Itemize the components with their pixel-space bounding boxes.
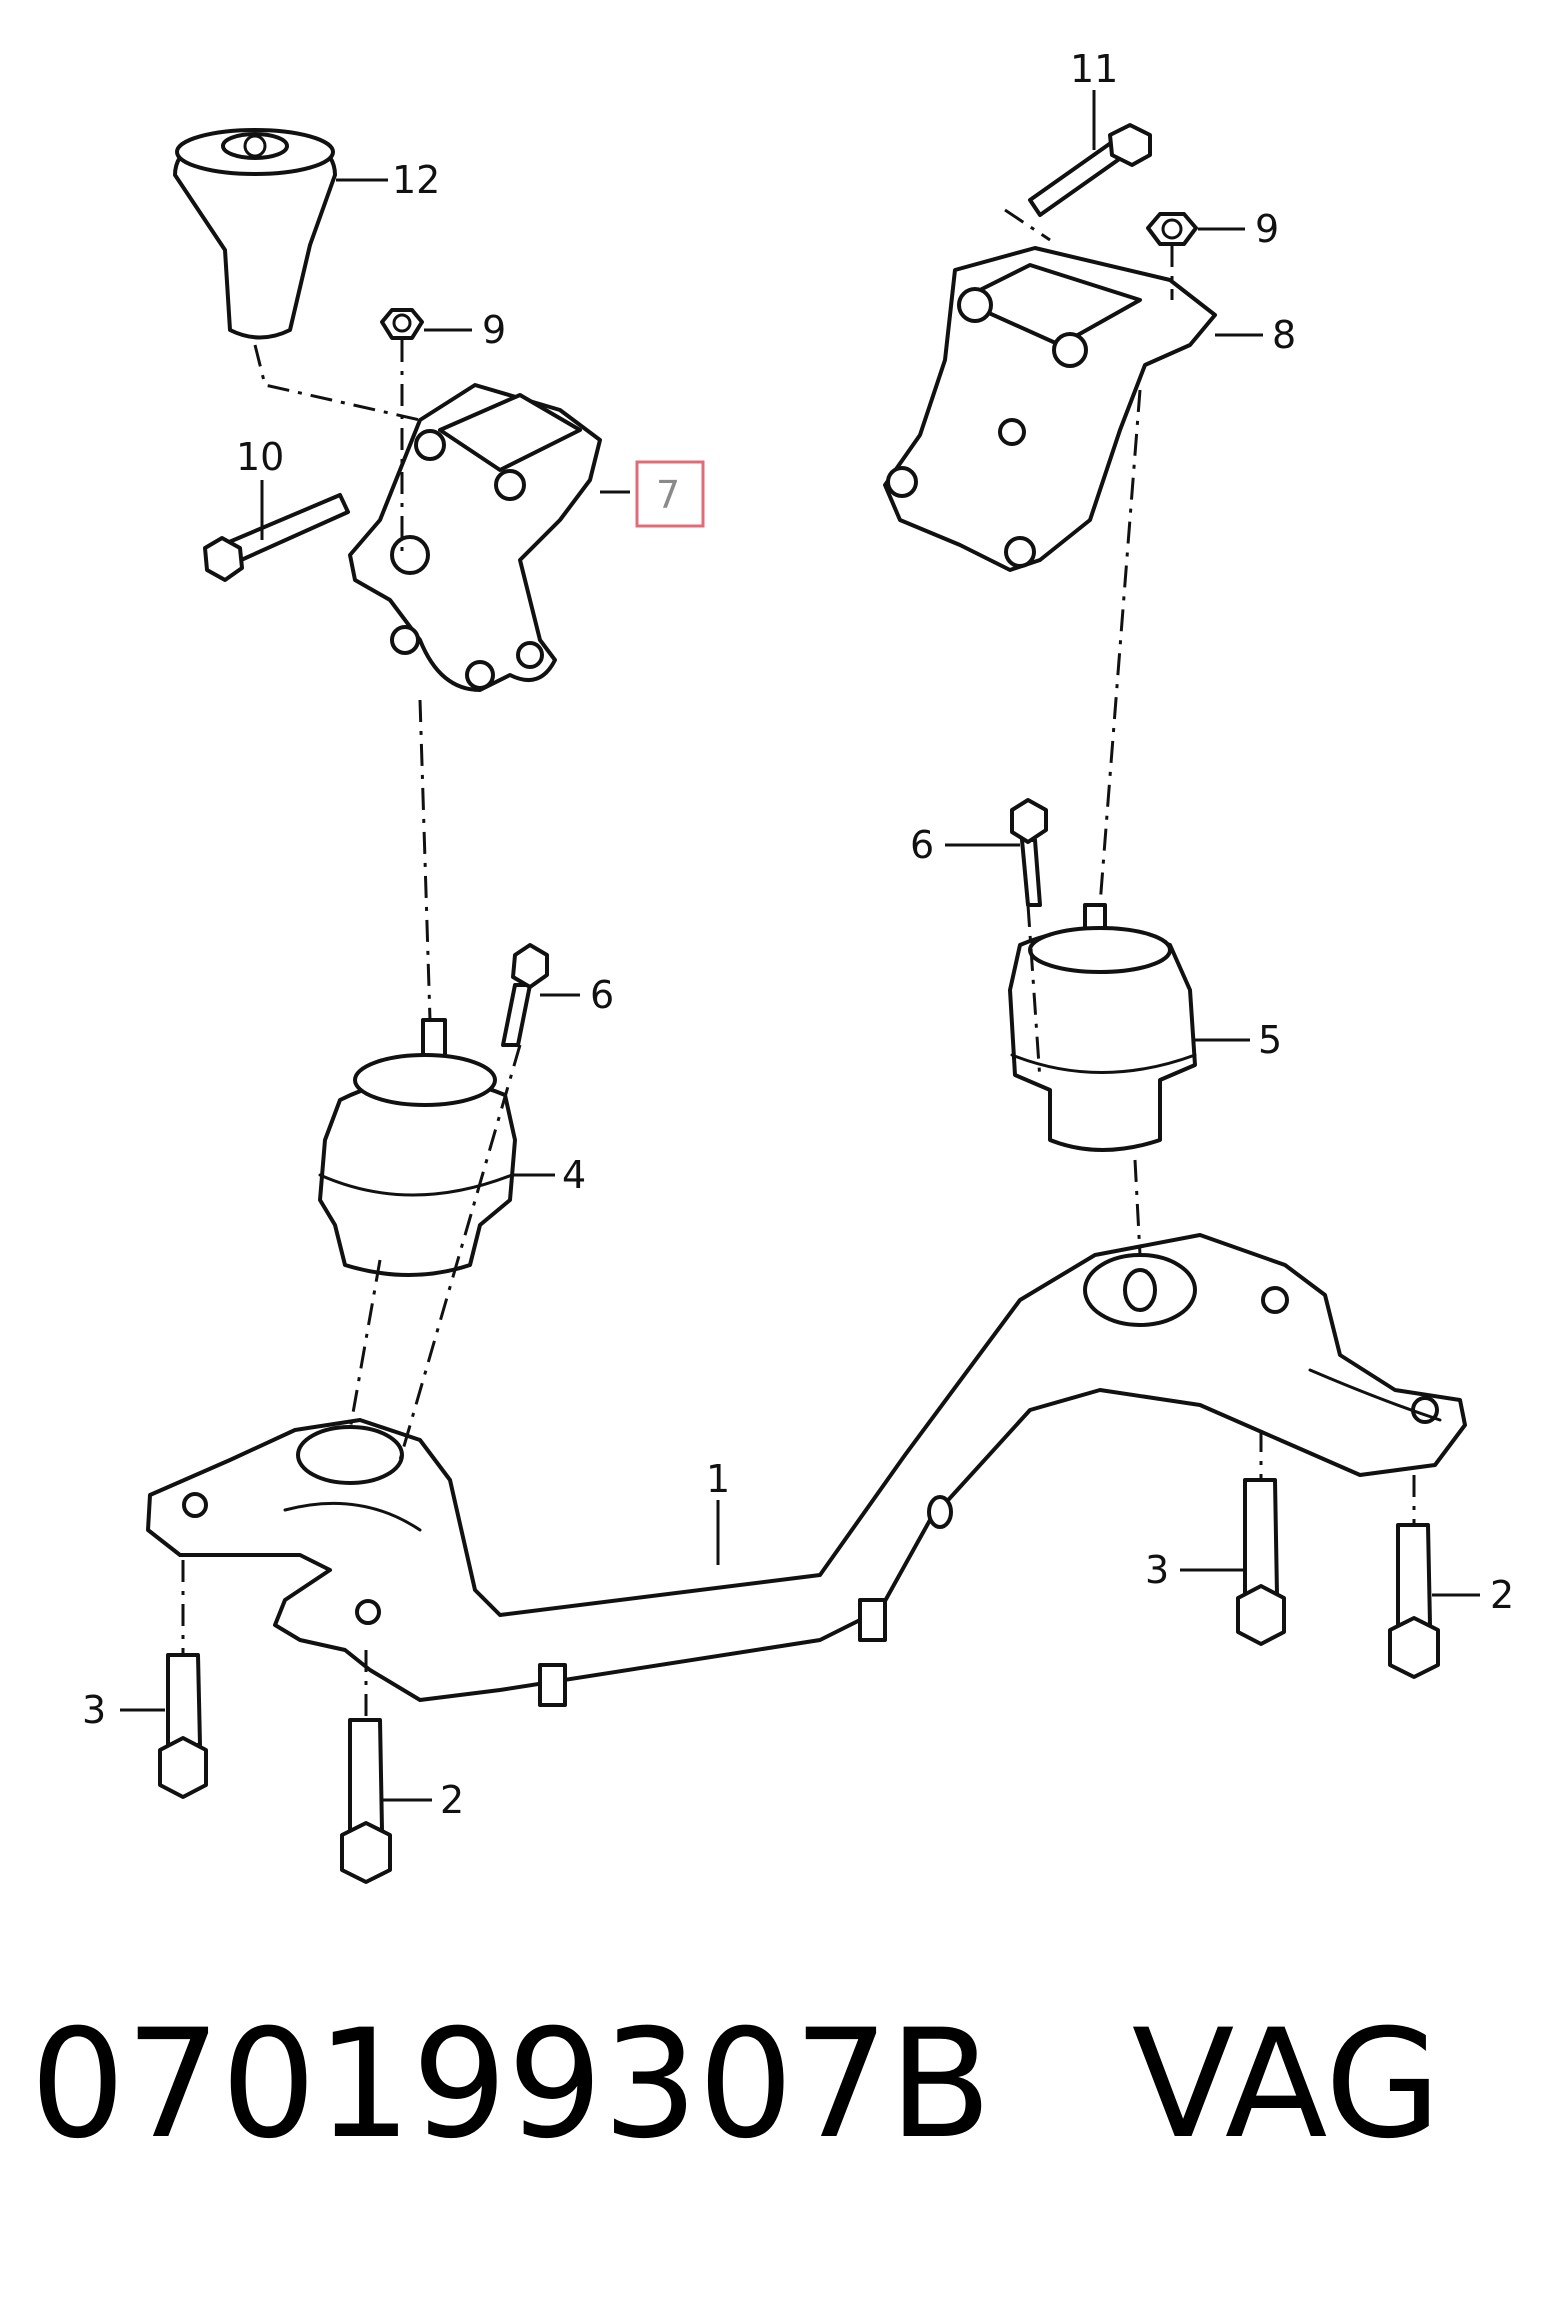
part-number-footer: 070199307B VAG [30, 1985, 1510, 2205]
callout-10: 10 [236, 435, 284, 479]
callout-9-right: 9 [1255, 207, 1279, 251]
part-6-bolt-right [1010, 798, 1048, 907]
part-2-bolt-left [340, 1718, 392, 1884]
part-4-engine-mount [318, 1018, 517, 1277]
part-7-bracket [348, 383, 602, 692]
callout-8: 8 [1272, 313, 1296, 357]
part-2-bolt-right [1388, 1523, 1440, 1679]
callout-9-left: 9 [482, 308, 506, 352]
callout-1: 1 [706, 1457, 730, 1501]
part-9-nut-left [380, 308, 424, 340]
part-1-subframe [146, 1233, 1467, 1707]
callout-4: 4 [562, 1153, 586, 1197]
callout-3-left: 3 [82, 1688, 106, 1732]
part-number: 070199307B [30, 1998, 992, 2172]
leader-lines [120, 90, 1480, 1802]
part-5-engine-mount [1008, 903, 1197, 1152]
callout-2-left: 2 [440, 1778, 464, 1822]
part-6-bolt-left [501, 943, 549, 1047]
brand-name: VAG [1131, 1998, 1442, 2172]
part-8-bracket [883, 246, 1217, 572]
callout-2-right: 2 [1490, 1573, 1514, 1617]
callout-3-right: 3 [1145, 1548, 1169, 1592]
part-11-bolt [1028, 123, 1152, 217]
part-9-nut-right [1146, 212, 1198, 246]
callout-5: 5 [1258, 1018, 1282, 1062]
callout-11: 11 [1070, 47, 1118, 91]
part-12-rubber-stop [173, 128, 337, 340]
callout-6-left: 6 [590, 973, 614, 1017]
callout-12: 12 [392, 158, 440, 202]
callout-7: 7 [656, 473, 680, 517]
part-10-bolt [203, 493, 350, 582]
callout-6-right: 6 [910, 823, 934, 867]
assembly-lines [181, 208, 1416, 1720]
part-3-bolt-left [158, 1653, 208, 1799]
part-3-bolt-right [1236, 1478, 1286, 1646]
callouts: 12 9 10 7 11 9 8 6 6 5 4 1 3 2 3 2 [82, 47, 1514, 1822]
callout-7-highlight-box [635, 460, 705, 528]
diagram-canvas: 12 9 10 7 11 9 8 6 6 5 4 1 3 2 3 2 [82, 47, 1514, 1884]
